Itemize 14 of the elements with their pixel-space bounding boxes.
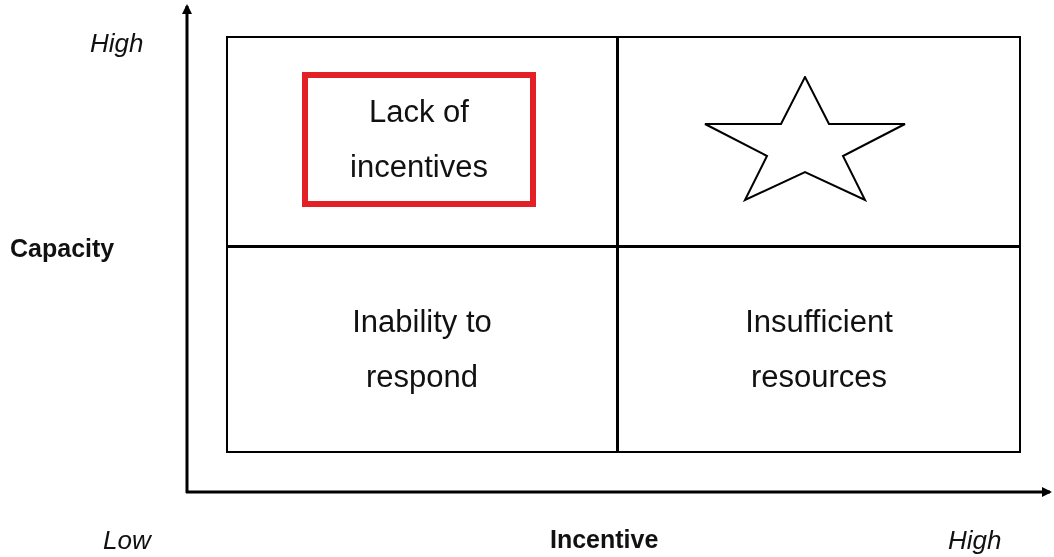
- y-high-label: High: [90, 28, 144, 59]
- x-high-label: High: [948, 525, 1002, 556]
- axis-title: Incentive: [550, 525, 659, 554]
- quadrant-label: Inability to respond: [351, 303, 493, 396]
- quadrant-cell: [226, 36, 618, 247]
- axis-title: Capacity: [10, 234, 115, 263]
- quadrant-cell: [226, 246, 618, 453]
- highlight-box: [302, 72, 536, 207]
- x-low-label: Low: [103, 525, 151, 556]
- quadrant-cell: [617, 246, 1021, 453]
- quadrant-label: Lack of incentives: [349, 93, 489, 186]
- star-shape: [703, 76, 907, 202]
- quadrant-label: Insufficient resources: [744, 303, 894, 396]
- quadrant-cell: [617, 36, 1021, 247]
